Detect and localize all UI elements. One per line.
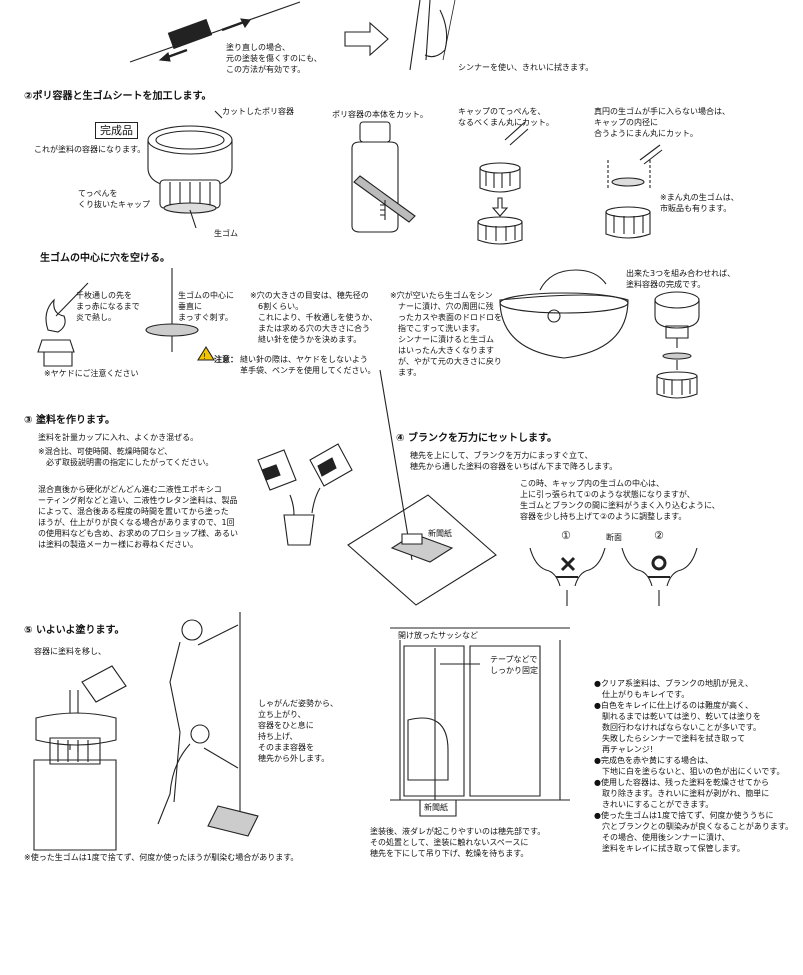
section-label: 断面 — [606, 533, 622, 542]
burn-note: ※ヤケドにご注意ください — [44, 369, 139, 378]
combine-label: 出来た3つを組み合わせれば、 塗料容器の完成です。 — [626, 269, 736, 289]
cut-body-label: ポリ容器の本体をカット。 — [332, 110, 428, 119]
tape-label: テープなどで しっかり固定 — [490, 655, 538, 675]
step4-line1: 穂先を上にして、ブランクを万力にまっすぐ立て、 穂先から通した塗料の容器をいちば… — [410, 451, 618, 471]
bottle-cut-illustration — [352, 122, 415, 232]
step2-title: ②ポリ容器と生ゴムシートを加工します。 — [24, 91, 212, 102]
rubber-fit-illustration — [606, 145, 662, 238]
thinner-bowl-illustration — [500, 270, 628, 358]
step3-title: ③ 塗料を作ります。 — [24, 415, 115, 426]
step3-para: 混合直後から硬化がどんどん進む二液性エポキシコ ーティング剤などと違い、二液性ウ… — [38, 485, 238, 549]
paint-mixing-illustration — [258, 444, 352, 545]
step4-title: ④ ブランクを万力にセットします。 — [396, 433, 557, 444]
vise-newspaper-label: 新聞紙 — [428, 529, 452, 538]
rubber-label: 生ゴム — [214, 229, 238, 238]
center-pierce-label: 生ゴムの中心に 垂直に まっすぐ刺す。 — [178, 291, 234, 322]
caution-label: 注意： — [214, 355, 238, 364]
move-paint-label: 容器に塗料を移し、 — [34, 647, 106, 656]
cross-section-2-illustration — [622, 548, 697, 606]
mark-1: ① — [561, 529, 571, 542]
cross-section-1-illustration — [530, 548, 605, 606]
rod-slide-illustration — [130, 2, 300, 62]
finished-container-illustration — [148, 111, 232, 228]
cap-label: てっぺんを くり抜いたキャップ — [78, 189, 150, 209]
mark-2: ② — [654, 529, 664, 542]
refinish-note: 塗り直しの場合、 元の塗装を傷くすのにも、 この方法が有効です。 — [226, 43, 322, 74]
hand-wiping-illustration — [410, 0, 455, 70]
tips-list: ●クリア系塗料は、ブランクの地肌が見え、 仕上がりもキレイです。 ●白色をキレイ… — [594, 679, 794, 853]
hanging-sash-illustration — [390, 628, 570, 816]
pour-into-container-illustration — [34, 666, 126, 850]
arrow-right-icon — [345, 23, 388, 55]
painting-posture-illustration — [158, 612, 258, 836]
step3-line2: ※混合比、可使時間、乾燥時間など、 必ず取扱説明書の指定にしたがってください。 — [38, 447, 214, 467]
svg-text:!: ! — [203, 352, 206, 361]
cut-container-label: カットしたポリ容器 — [222, 107, 294, 116]
vise-setup-illustration — [348, 370, 496, 605]
hole-size-note: ※穴の大きさの目安は、穂先径の 6割くらい。 これにより、千枚通しを使うか、 ま… — [250, 291, 378, 344]
cap-cut-illustration — [478, 122, 528, 244]
hang-newspaper-label: 新聞紙 — [424, 803, 448, 812]
finished-badge: 完成品 — [95, 122, 138, 139]
thinner-soak-note: ※穴が空いたら生ゴムをシン ナーに漬け、穴の周囲に残 ったカスや表面のドロドロを… — [390, 291, 502, 377]
hole-title: 生ゴムの中心に穴を空ける。 — [40, 253, 170, 264]
alt-rubber-label: 真円の生ゴムが手に入らない場合は、 キャップの内径に 合うようにまん丸にカット。 — [594, 107, 730, 138]
needle-heat-label: 千枚通しの先を まっ赤になるまで 炎で熱し。 — [76, 291, 140, 322]
thinner-wipe-note: シンナーを使い、きれいに拭きます。 — [458, 63, 594, 72]
step3-line1: 塗料を計量カップに入れ、よくかき混ぜる。 — [38, 433, 199, 442]
pierce-rubber-illustration — [146, 268, 198, 352]
caution-icon: ! — [198, 347, 214, 361]
drip-note: 塗装後、液ダレが起こりやすいのは穂先部です。 その処置として、塗装に触れないスペ… — [370, 827, 546, 858]
step4-para: この時、キャップ内の生ゴムの中心は、 上に引っ張られて①のような状態になりますが… — [520, 479, 720, 521]
alt-rubber-note: ※まん丸の生ゴムは、 市販品も有ります。 — [660, 193, 739, 213]
finished-desc: これが塗料の容器になります。 — [34, 145, 146, 154]
sash-label: 開け放ったサッシなど — [398, 631, 478, 640]
flame-needle-illustration — [38, 283, 88, 366]
step5-title: ⑤ いよいよ塗ります。 — [24, 625, 125, 636]
reuse-note: ※使った生ゴムは1度で捨てず、何度か使ったほうが馴染む場合があります。 — [24, 853, 299, 862]
squat-instructions: しゃがんだ姿勢から、 立ち上がり、 容器をひと息に 持ち上げ、 そのまま容器を … — [258, 699, 338, 763]
caution-text: 縫い針の際は、ヤケドをしないよう 革手袋、ペンチを使用してください。 — [240, 355, 376, 375]
cap-cut-label: キャップのてっぺんを、 なるべくまん丸にカット。 — [458, 107, 554, 127]
assembled-parts-illustration — [655, 292, 699, 398]
